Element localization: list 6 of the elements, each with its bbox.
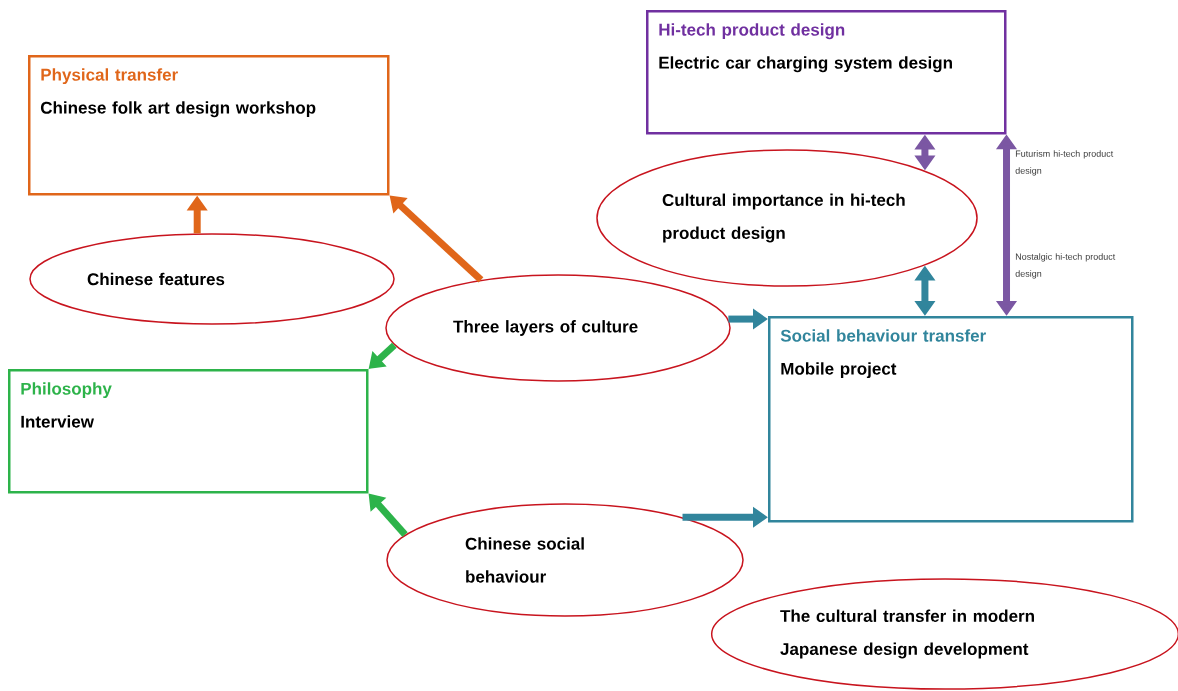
- note-text: Nostalgic hi-tech product design: [1015, 253, 1116, 279]
- text-box: Hi-tech product design Electric car charging system design: [646, 10, 1007, 135]
- text-box: Physical transfer Chinese folk art design workshop: [28, 55, 390, 196]
- note-text: Futurism hi-tech product design: [1015, 150, 1114, 176]
- text-box: Philosophy Interview: [8, 369, 369, 494]
- text-box: Social behaviour transfer Mobile project: [768, 316, 1134, 523]
